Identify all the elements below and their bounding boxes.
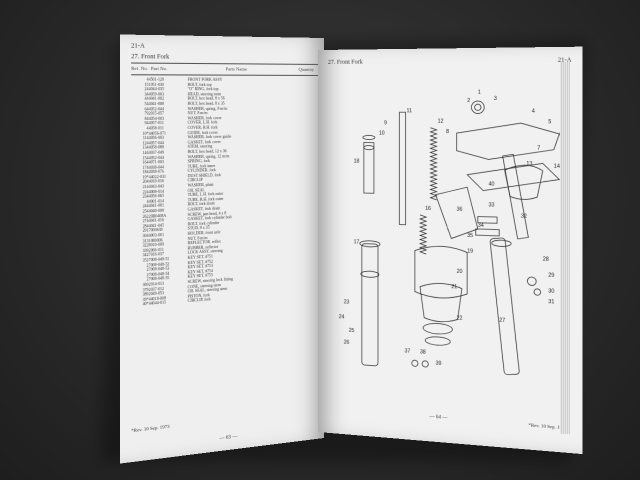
page-number: — 63 — (219, 434, 238, 442)
callout-number: 4 (532, 108, 535, 114)
revision-note: *Rev. 10 Sep. 1973 (131, 423, 170, 434)
callout-number: 3 (494, 96, 497, 102)
callout-number: 12 (438, 119, 444, 125)
page-number: — 64 — (429, 414, 448, 422)
right-outer-tube (490, 238, 520, 375)
header-quantity: Quantity (298, 66, 315, 72)
section-title: 27. Front Fork (131, 53, 170, 61)
fork-spring-upper (430, 128, 436, 200)
callout-number: 29 (548, 272, 554, 279)
page-stack-edge (560, 61, 570, 435)
callout-number: 33 (488, 202, 494, 208)
right-page: 27. Front Fork 21-A (318, 46, 583, 455)
callout-number: 2 (467, 98, 470, 104)
callout-number: 24 (339, 314, 345, 320)
callout-number: 34 (478, 223, 484, 229)
callout-number: 32 (521, 213, 527, 220)
callout-number: 28 (543, 256, 549, 263)
callout-number: 1 (478, 90, 481, 96)
header-part-no: Part No. (150, 65, 168, 72)
callout-number: 26 (344, 340, 350, 346)
callout-number: 30 (548, 288, 554, 295)
callout-number: 37 (405, 348, 411, 355)
callout-number: 22 (457, 315, 463, 322)
callout-number: 31 (548, 299, 554, 306)
page-code: 21-A (131, 43, 145, 50)
callout-number: 19 (467, 248, 473, 255)
callout-number: 40 (488, 181, 494, 187)
header-parts-name: Parts Name (225, 66, 248, 72)
callout-number: 5 (548, 119, 551, 125)
callout-number: 14 (554, 164, 560, 171)
ref-cell: 40 (142, 302, 147, 307)
callout-number: 20 (457, 269, 463, 276)
table-header: Ref. No. Part No. Parts Name Quantity (131, 62, 319, 76)
callout-number: 38 (420, 349, 426, 356)
callout-number: 9 (384, 120, 387, 126)
callout-number: 27 (499, 317, 505, 324)
left-page: 21-A 27. Front Fork Ref. No. Part No. Pa… (120, 34, 324, 464)
left-outer-tube (362, 244, 378, 366)
exploded-diagram: 1234567891011121314151617181920212223242… (339, 90, 569, 389)
callout-number: 39 (436, 360, 442, 367)
callout-number: 10 (379, 130, 385, 136)
cylinder (364, 142, 374, 193)
callout-number: 18 (354, 158, 360, 164)
callout-number: 36 (457, 207, 463, 213)
callout-number: 8 (446, 129, 449, 135)
callout-number: 11 (407, 108, 413, 114)
callout-number: 23 (344, 299, 350, 305)
callout-number: 16 (425, 206, 431, 212)
section-title: 27. Front Fork (327, 59, 363, 66)
callout-number: 35 (467, 233, 473, 239)
steering-stem (503, 154, 529, 239)
callout-number: 25 (349, 328, 355, 334)
callout-number: 13 (526, 161, 532, 167)
callout-number: 17 (354, 239, 360, 245)
callout-number: 21 (451, 284, 457, 291)
header-ref: Ref. No. (131, 65, 149, 72)
inner-tube-rod (399, 112, 405, 224)
callout-number: 7 (537, 145, 540, 151)
